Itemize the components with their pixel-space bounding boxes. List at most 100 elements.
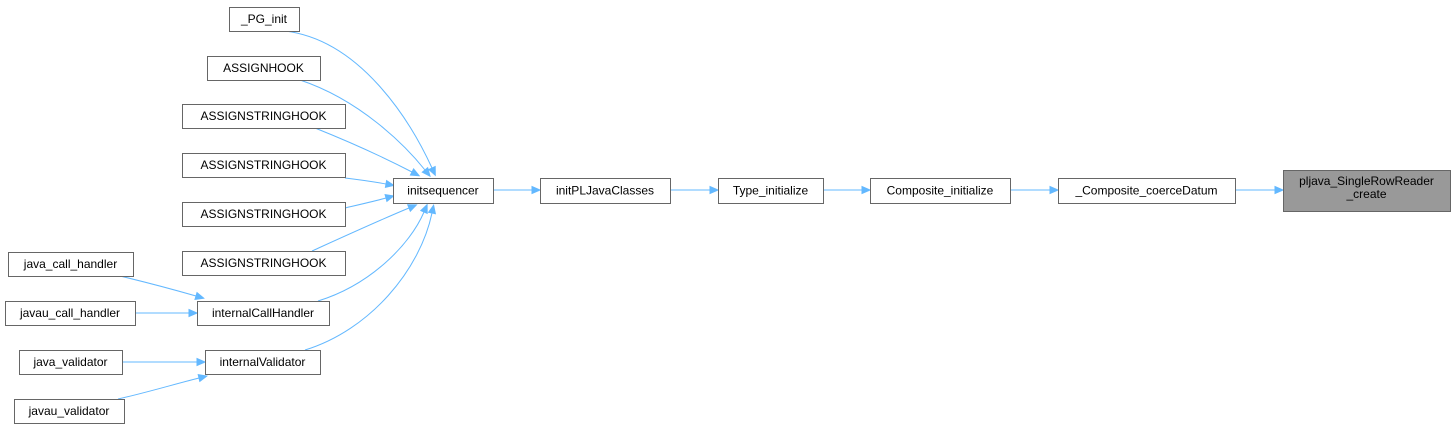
node-box bbox=[182, 251, 346, 276]
node-pljava_singlerowreader_create[interactable]: pljava_SingleRowReader_create bbox=[1283, 170, 1451, 212]
edge-assignstringhook_4-to-initsequencer bbox=[311, 204, 418, 252]
edge-type_initialize-to-composite_initialize bbox=[823, 185, 872, 195]
node-label: javau_call_handler bbox=[19, 306, 120, 320]
arrowhead-icon bbox=[531, 185, 542, 195]
edge-line bbox=[344, 197, 387, 209]
node-box bbox=[182, 153, 346, 178]
arrowhead-icon bbox=[427, 165, 436, 177]
node-initsequencer[interactable]: initsequencer bbox=[393, 178, 494, 204]
edge-composite_initialize-to-composite_coercedatum bbox=[1010, 185, 1060, 195]
edge-line bbox=[317, 211, 425, 302]
arrowhead-icon bbox=[861, 185, 872, 195]
node-label-line: _create bbox=[1345, 187, 1386, 201]
node-label: javau_validator bbox=[28, 404, 110, 418]
node-box bbox=[197, 301, 330, 326]
node-java_call_handler[interactable]: java_call_handler bbox=[8, 252, 134, 277]
arrowhead-icon bbox=[709, 185, 720, 195]
node-label-line: pljava_SingleRowReader bbox=[1299, 174, 1434, 188]
node-label: ASSIGNSTRINGHOOK bbox=[200, 109, 326, 123]
edge-assignstringhook_1-to-initsequencer bbox=[314, 127, 421, 177]
node-label: ASSIGNSTRINGHOOK bbox=[200, 256, 326, 270]
arrowhead-icon bbox=[406, 204, 418, 213]
edge-internalvalidator-to-initsequencer bbox=[304, 203, 437, 351]
edge-initpljavaclasses-to-type_initialize bbox=[670, 185, 720, 195]
node-assignstringhook_2[interactable]: ASSIGNSTRINGHOOK bbox=[182, 153, 346, 178]
node-assignstringhook_3[interactable]: ASSIGNSTRINGHOOK bbox=[182, 202, 346, 227]
arrowhead-icon bbox=[1274, 185, 1285, 195]
edge-line bbox=[117, 377, 200, 400]
node-box bbox=[1283, 170, 1451, 212]
arrowhead-icon bbox=[409, 167, 421, 177]
arrowhead-icon bbox=[196, 357, 207, 367]
node-box bbox=[718, 178, 824, 204]
node-label: ASSIGNSTRINGHOOK bbox=[200, 158, 326, 172]
node-box bbox=[182, 104, 346, 129]
edge-assignstringhook_3-to-initsequencer bbox=[344, 193, 395, 209]
node-box bbox=[19, 350, 123, 375]
arrowhead-icon bbox=[384, 179, 396, 189]
edge-line bbox=[304, 212, 433, 351]
edge-line bbox=[314, 127, 413, 173]
node-label: _Composite_coerceDatum bbox=[1074, 184, 1217, 198]
edge-javau_call_handler-to-internalcallhandler bbox=[135, 308, 199, 318]
node-box bbox=[1058, 178, 1236, 204]
node-initpljavaclasses[interactable]: initPLJavaClasses bbox=[540, 178, 671, 204]
edge-javau_validator-to-internalvalidator bbox=[117, 373, 209, 400]
arrowhead-icon bbox=[1049, 185, 1060, 195]
node-java_validator[interactable]: java_validator bbox=[19, 350, 123, 375]
node-label: Composite_initialize bbox=[887, 184, 994, 198]
node-label: Type_initialize bbox=[733, 184, 809, 198]
node-box bbox=[14, 399, 125, 424]
node-composite_initialize[interactable]: Composite_initialize bbox=[870, 178, 1011, 204]
node-box bbox=[8, 252, 134, 277]
node-label: ASSIGNSTRINGHOOK bbox=[200, 207, 326, 221]
node-internalcallhandler[interactable]: internalCallHandler bbox=[197, 301, 330, 326]
node-box bbox=[207, 56, 321, 81]
edges-layer bbox=[117, 30, 1285, 400]
node-box bbox=[5, 301, 136, 326]
edge-line bbox=[299, 79, 426, 171]
node-label: initPLJavaClasses bbox=[556, 184, 654, 198]
edge-line bbox=[119, 275, 197, 297]
arrowhead-icon bbox=[197, 373, 209, 383]
edge-internalcallhandler-to-initsequencer bbox=[317, 203, 428, 302]
arrowhead-icon bbox=[419, 203, 428, 215]
node-assignstringhook_4[interactable]: ASSIGNSTRINGHOOK bbox=[182, 251, 346, 276]
node-javau_call_handler[interactable]: javau_call_handler bbox=[5, 301, 136, 326]
arrowhead-icon bbox=[194, 291, 205, 301]
node-assignstringhook_1[interactable]: ASSIGNSTRINGHOOK bbox=[182, 104, 346, 129]
node-box bbox=[182, 202, 346, 227]
arrowhead-icon bbox=[384, 193, 395, 203]
node-box bbox=[393, 178, 494, 204]
node-javau_validator[interactable]: javau_validator bbox=[14, 399, 125, 424]
node-box bbox=[870, 178, 1011, 204]
node-label: java_validator bbox=[32, 355, 107, 369]
edge-initsequencer-to-initpljavaclasses bbox=[493, 185, 542, 195]
node-label: java_call_handler bbox=[23, 257, 117, 271]
arrowhead-icon bbox=[421, 166, 431, 178]
node-label: internalValidator bbox=[220, 355, 306, 369]
node-pg_init[interactable]: _PG_init bbox=[229, 7, 300, 32]
edge-assignhook-to-initsequencer bbox=[299, 79, 431, 178]
node-label: internalCallHandler bbox=[212, 306, 314, 320]
edge-java_validator-to-internalvalidator bbox=[122, 357, 207, 367]
node-type_initialize[interactable]: Type_initialize bbox=[718, 178, 824, 204]
node-box bbox=[229, 7, 300, 32]
edge-pg_init-to-initsequencer bbox=[284, 30, 436, 177]
arrowhead-icon bbox=[427, 203, 437, 215]
node-label: initsequencer bbox=[407, 184, 478, 198]
edge-line bbox=[284, 30, 433, 169]
node-assignhook[interactable]: ASSIGNHOOK bbox=[207, 56, 321, 81]
edge-java_call_handler-to-internalcallhandler bbox=[119, 275, 205, 301]
node-label: _PG_init bbox=[240, 12, 288, 26]
arrowhead-icon bbox=[188, 308, 199, 318]
node-internalvalidator[interactable]: internalValidator bbox=[205, 350, 321, 375]
node-box bbox=[205, 350, 321, 375]
edge-assignstringhook_2-to-initsequencer bbox=[344, 177, 396, 189]
edge-composite_coercedatum-to-pljava_singlerowreader_create bbox=[1235, 185, 1285, 195]
edge-line bbox=[311, 207, 410, 252]
edge-line bbox=[344, 177, 387, 185]
node-composite_coercedatum[interactable]: _Composite_coerceDatum bbox=[1058, 178, 1236, 204]
